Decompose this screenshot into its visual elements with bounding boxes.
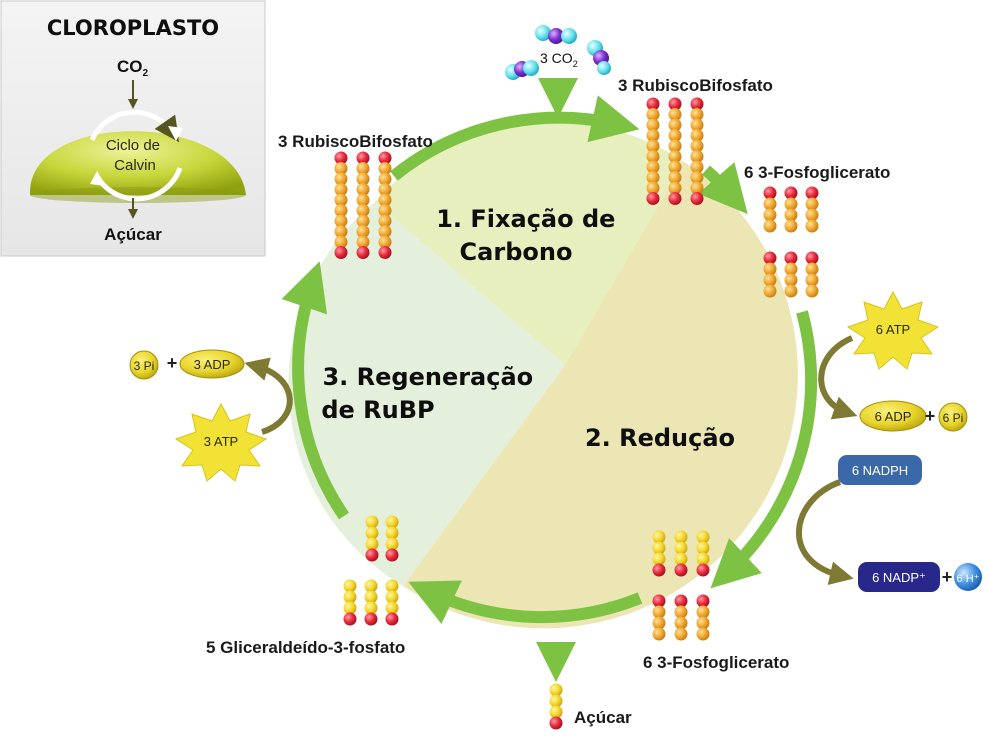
cycle-arrow-right [710, 310, 818, 589]
chloroplast-inset: CLOROPLASTO CO2 Ciclo de Calvin Açúcar [0, 0, 266, 257]
inset-title: CLOROPLASTO [47, 16, 219, 40]
h-ion-badge: 6 H⁺ [954, 563, 982, 591]
cycle-arrows-icon [89, 109, 183, 202]
rubisco-top-left-label: 3 RubiscoBifosfato [278, 132, 433, 151]
adp-left-badge: 3 ADP [179, 349, 245, 379]
atp-left-starburst: 3 ATP [174, 402, 268, 482]
pga-stack-lower-a [652, 530, 710, 577]
nadph-badge: 6 NADPH [838, 455, 922, 485]
co2-input-label: 3 CO2 [540, 50, 578, 69]
adp-right-badge: 6 ADP [859, 400, 927, 432]
inset-co2-label: CO2 [117, 57, 149, 79]
nadph-nadp-arrow [796, 479, 854, 586]
atp-adp-right-arrow [818, 335, 858, 420]
chloroplast-dome [29, 131, 246, 195]
sugar-output-label: Açúcar [574, 708, 632, 727]
inset-cycle-line-2: Calvin [114, 157, 156, 174]
pi-right-badge: 6 Pi [938, 402, 968, 432]
cycle-arrows [281, 95, 818, 624]
cycle-arrow-top [390, 95, 640, 181]
regeneration-phase-line-1: 3. Regeneração [322, 363, 533, 391]
fixation-sector [375, 121, 684, 365]
g3p-stack-lower [343, 579, 399, 626]
pi-left-badge: 3 Pi [129, 350, 159, 380]
fixation-phase-line-1: 1. Fixação de [436, 205, 615, 233]
sugar-output-stack [549, 683, 563, 730]
cycle-arrow-left [281, 261, 349, 520]
plus-sign-left: + [167, 353, 178, 373]
pga-lower-label: 6 3-Fosfoglicerato [643, 653, 789, 672]
cycle-arrow-bottom [408, 580, 643, 624]
svg-text:6 ATP: 6 ATP [876, 322, 910, 337]
co2-molecules-icon [505, 25, 611, 80]
plus-sign-nadp: + [942, 567, 953, 587]
pga-stack-upper-b [763, 251, 819, 298]
svg-text:3 Pi: 3 Pi [134, 359, 155, 373]
reduction-sector [403, 162, 798, 629]
fixation-phase-line-2: Carbono [460, 238, 573, 266]
inset-sugar-label: Açúcar [104, 225, 162, 244]
pga-stack-lower-b [652, 594, 710, 641]
cycle-arrow-upper-right [698, 162, 748, 215]
molecule-layer [334, 97, 819, 730]
regeneration-sector [288, 202, 565, 586]
inset-cycle-line-1: Ciclo de [106, 137, 160, 154]
inset-cycle-label: Ciclo de Calvin [106, 137, 164, 174]
svg-text:6 NADP⁺: 6 NADP⁺ [872, 570, 926, 585]
svg-text:6 Pi: 6 Pi [943, 411, 964, 425]
atp-right-starburst: 6 ATP [846, 290, 940, 370]
g3p-label: 5 Gliceraldeído-3-fosfato [206, 638, 405, 657]
svg-text:3 ATP: 3 ATP [204, 434, 238, 449]
svg-text:6 H⁺: 6 H⁺ [957, 573, 980, 585]
rubisco-stack-top-left [334, 151, 392, 259]
pga-stack-upper-a [763, 186, 819, 233]
cycle-sectors [288, 121, 798, 629]
rubisco-stack-top-right [646, 97, 704, 205]
svg-text:3 ADP: 3 ADP [194, 357, 231, 372]
regeneration-phase-title: 3. Regeneração de RuBP [321, 363, 541, 424]
plus-sign-right: + [925, 406, 936, 426]
pga-upper-label: 6 3-Fosfoglicerato [744, 163, 890, 182]
atp-adp-left-arrow [244, 357, 293, 435]
nadp-badge: 6 NADP⁺ [858, 562, 940, 592]
reduction-phase-title: 2. Redução [585, 424, 735, 452]
rubisco-top-right-label: 3 RubiscoBifosfato [618, 76, 773, 95]
g3p-stack-upper [365, 515, 399, 562]
regeneration-phase-line-2: de RuBP [321, 396, 434, 424]
fixation-phase-title: 1. Fixação de Carbono [436, 205, 624, 266]
svg-text:6 ADP: 6 ADP [875, 409, 912, 424]
svg-text:6 NADPH: 6 NADPH [852, 463, 908, 478]
